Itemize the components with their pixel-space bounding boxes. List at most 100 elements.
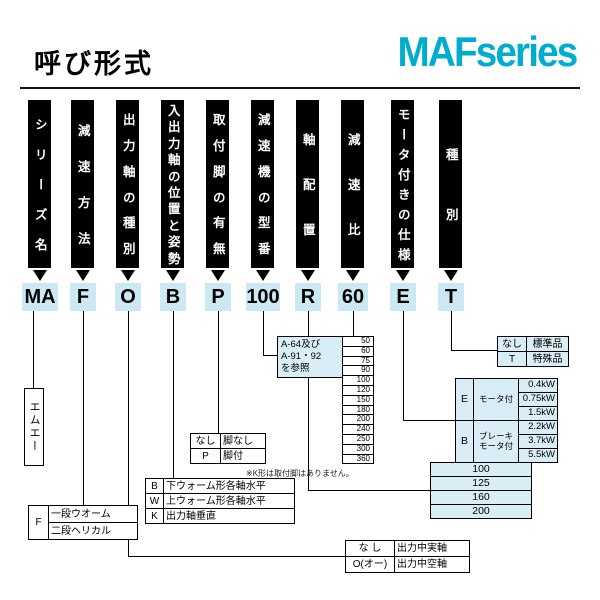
desc-cell: 一段ウオーム [48,505,138,523]
connector-line [403,311,404,421]
frame-value: 100 [430,462,532,477]
arrow-down-icon [396,270,410,281]
desc-cell: 標準品 [526,336,569,352]
code-cell: W [145,493,164,509]
kw-value: 1.5kW [518,406,558,421]
page-title: 呼び形式 [34,49,154,79]
label-cell: モータ付 [473,378,519,421]
arrow-down-icon [444,270,458,281]
label-bar-series-name: シリーズ名 [28,100,51,268]
code-cell: B [145,478,164,494]
code-motor-spec: E [390,283,416,311]
desc-cell: 出力軸垂直 [163,508,295,524]
shaft-posture-table: B 下ウォーム形各軸水平 W 上ウォーム形各軸水平 K 出力軸垂直 [145,478,295,524]
series-logo: MAFseries [397,28,578,75]
arrow-down-icon [256,270,270,281]
desc-cell: 特殊品 [526,351,569,367]
series-reading-text: エムエー [28,401,40,453]
frame-value: 160 [430,490,532,505]
code-cell: E [455,378,474,421]
model-reference-box: A-64及び A-91・92 を参照 [277,336,347,378]
connector-line [218,311,219,433]
reduction-ratio-table: 50 60 75 90 100 120 150 180 200 240 250 … [342,336,374,465]
connector-line [263,355,278,356]
label-bar-output-shaft-type: 出力軸の種別 [116,100,139,268]
arrow-down-icon [76,270,90,281]
product-type-table: なし 標準品 T 特殊品 [497,336,569,367]
kw-value: 2.2kW [518,420,558,435]
arrow-down-icon [211,270,225,281]
connector-line [451,311,452,351]
code-output-shaft-type: O [115,283,141,311]
code-reduction-ratio: 60 [338,283,368,311]
code-product-type: T [438,283,464,311]
desc-cell: 下ウォーム形各軸水平 [163,478,295,494]
connector-line [128,556,346,557]
ratio-value: 240 [342,424,374,435]
legs-note: ※K形は取付脚はありません。 [246,469,354,478]
connector-line [353,311,354,336]
ratio-value: 250 [342,433,374,445]
label-bar-product-type: 種別 [439,100,462,268]
frame-value: 200 [430,504,532,519]
arrow-down-icon [346,270,360,281]
code-cell: なし [190,433,221,449]
ratio-value: 100 [342,375,374,386]
code-cell: K [145,508,164,524]
code-reduction-method: F [70,283,96,311]
kw-value: 5.5kW [518,448,558,463]
connector-line [128,311,129,557]
desc-cell: 上ウォーム形各軸水平 [163,493,295,509]
code-cell: な し [345,540,395,557]
kw-value: 3.7kW [518,434,558,449]
desc-cell: 脚付 [220,448,266,464]
desc-cell: 脚なし [220,433,266,449]
label-bar-mounting-legs: 取付脚の有無 [206,100,229,268]
arrow-down-icon [121,270,135,281]
code-series-name: MA [22,283,58,311]
ratio-value: 60 [342,345,374,357]
ratio-value: 360 [342,453,374,465]
label-cell: ブレーキモータ付 [473,420,519,463]
code-mounting-legs: P [205,283,231,311]
code-shaft-arrangement: R [295,283,321,311]
code-cell: なし [497,336,527,352]
kw-value: 0.75kW [518,392,558,407]
code-cell: P [190,448,221,464]
connector-line [403,420,456,421]
frame-size-table: 100 125 160 200 [430,462,532,519]
desc-cell: 出力中空軸 [394,556,470,573]
label-bar-model-number: 減速機の型番 [251,100,274,268]
connector-line [451,350,498,351]
connector-line [308,490,431,491]
code-model-number: 100 [246,283,280,311]
code-cell: F [28,505,49,540]
ratio-value: 300 [342,443,374,455]
connector-line [263,311,264,356]
mounting-legs-table: なし 脚なし P 脚付 [190,433,266,464]
code-cell: O(オー) [345,556,395,573]
label-bar-reduction-method: 減速方法 [71,100,94,268]
desc-cell: 出力中実軸 [394,540,470,557]
connector-line [173,311,174,478]
kw-value: 0.4kW [518,378,558,393]
motor-spec-table: E モータ付 0.4kW 0.75kW 1.5kW B ブレーキモータ付 2.2… [455,378,558,463]
label-bar-reduction-ratio: 減速比 [341,100,364,268]
series-reading-box: エムエー [24,388,44,466]
code-cell: B [455,420,474,463]
desc-cell: 二段ヘリカル [48,522,138,540]
code-shaft-position: B [160,283,186,311]
arrow-down-icon [166,270,180,281]
ratio-value: 50 [342,336,374,347]
ref-line: A-91・92 [281,350,322,362]
frame-value: 125 [430,476,532,491]
ratio-value: 150 [342,394,374,406]
ratio-value: 120 [342,384,374,396]
connector-line [83,311,84,505]
connector-line [33,311,34,388]
arrow-down-icon [33,270,47,281]
header-rule [20,87,580,89]
code-cell: T [497,351,527,367]
ref-line: を参照 [281,362,310,374]
